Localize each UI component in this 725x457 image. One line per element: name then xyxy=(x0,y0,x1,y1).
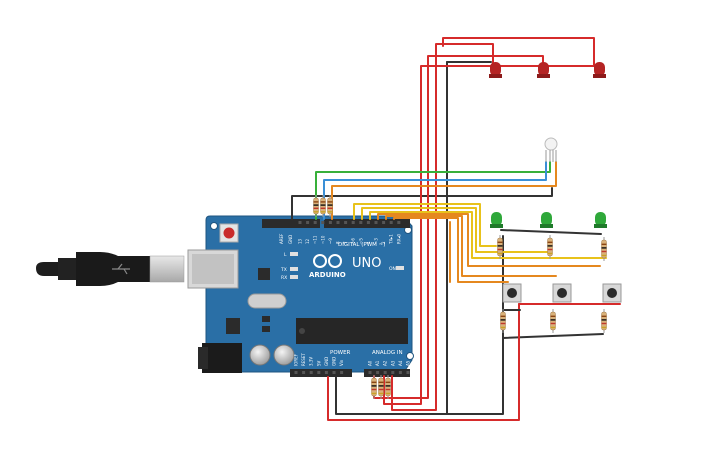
pin-label: 2 xyxy=(381,241,386,244)
pin-label: GND xyxy=(324,357,329,366)
resistor[interactable] xyxy=(547,235,553,259)
push-button[interactable] xyxy=(502,283,522,303)
wire-yellow xyxy=(353,203,497,247)
usb-cable xyxy=(36,252,185,286)
pin-label: RX◂0 xyxy=(396,233,401,244)
resistor[interactable] xyxy=(385,375,391,399)
aref-label: AREF xyxy=(279,233,284,244)
pin-label: A2 xyxy=(383,360,388,366)
resistor[interactable] xyxy=(327,195,333,217)
pin-label: GND xyxy=(332,357,337,366)
green-led[interactable] xyxy=(594,212,607,228)
wire-orange xyxy=(377,213,601,267)
rgb-led[interactable] xyxy=(544,137,558,162)
pin-label: 12 xyxy=(305,238,310,244)
l-led-label: L xyxy=(284,252,287,258)
power-jack xyxy=(202,343,242,373)
wire-red xyxy=(391,43,494,411)
push-button[interactable] xyxy=(602,283,622,303)
wire-black xyxy=(500,229,602,235)
push-button-row xyxy=(502,283,622,303)
pin-label: A3 xyxy=(390,360,395,366)
pin-label: 3.3V xyxy=(309,357,314,366)
analog-header xyxy=(364,369,410,377)
pin-label: IOREF xyxy=(294,353,299,366)
tx-led-label: TX xyxy=(280,267,287,273)
wire-red xyxy=(442,37,595,67)
green-led-row xyxy=(490,212,607,228)
capacitor xyxy=(249,344,271,366)
red-led[interactable] xyxy=(593,62,606,78)
resistor[interactable] xyxy=(497,235,503,259)
resistor[interactable] xyxy=(378,375,384,399)
wire-black xyxy=(335,61,448,415)
pin-label: ~10 xyxy=(320,235,325,244)
wire-orange xyxy=(385,215,557,277)
wire-orange xyxy=(331,161,557,220)
red-led-row xyxy=(489,62,606,78)
red-led[interactable] xyxy=(537,62,550,78)
pin-label: 5V xyxy=(316,360,321,366)
pin-label: ~11 xyxy=(313,235,318,244)
pin-label: A4 xyxy=(398,360,403,366)
pin-label: A5 xyxy=(406,360,411,366)
wire-red xyxy=(327,303,520,421)
gnd-label: GND xyxy=(288,235,293,244)
digital-header-label: DIGITAL (PWM ~) xyxy=(338,242,385,248)
capacitor xyxy=(273,344,295,366)
pin-label: 8 xyxy=(336,241,341,244)
reset-button[interactable] xyxy=(219,223,239,243)
rx-led-label: RX xyxy=(281,275,287,281)
wire-green xyxy=(315,161,551,220)
resistor[interactable] xyxy=(601,237,607,261)
model-label: UNO xyxy=(352,256,381,271)
digital-header xyxy=(262,219,410,228)
pin-label: ~5 xyxy=(358,238,363,244)
pin-label: A0 xyxy=(368,360,373,366)
pin-label: Vin xyxy=(339,359,344,366)
power-header-label: POWER xyxy=(330,350,351,356)
brand-label: ARDUINO xyxy=(309,271,346,279)
wire-black xyxy=(440,187,553,197)
red-led[interactable] xyxy=(489,62,502,78)
pin-label: 4 xyxy=(366,241,371,244)
pin-label: ~9 xyxy=(328,238,333,244)
arduino-uno-board[interactable]: L TX RX ON ARDUINO UNO DIGITAL (PWM ~) A… xyxy=(187,215,414,377)
pin-label: A1 xyxy=(375,360,380,366)
wire-black xyxy=(446,235,504,415)
pin-label: 7 xyxy=(343,241,348,244)
power-header xyxy=(290,369,352,377)
wire-yellow xyxy=(369,211,607,259)
resistor[interactable] xyxy=(313,195,319,217)
arduino-logo-icon xyxy=(313,254,342,268)
resistor[interactable] xyxy=(601,309,607,333)
green-led[interactable] xyxy=(490,212,503,228)
resistor[interactable] xyxy=(550,309,556,333)
wire-red xyxy=(383,65,602,405)
resistor[interactable] xyxy=(500,309,506,333)
resistors xyxy=(313,195,607,399)
resistor[interactable] xyxy=(320,195,326,217)
usb-symbol-icon xyxy=(112,263,130,275)
on-led-label: ON xyxy=(389,266,396,272)
atmega-chip xyxy=(296,318,408,344)
resistor[interactable] xyxy=(371,375,377,399)
push-button[interactable] xyxy=(552,283,572,303)
pin-label: ~3 xyxy=(374,238,379,244)
wire-black xyxy=(291,195,442,220)
wire-orange xyxy=(393,217,509,283)
analog-header-label: ANALOG IN xyxy=(372,350,403,356)
pin-label: ~6 xyxy=(351,238,356,244)
crystal-oscillator xyxy=(247,293,287,309)
pin-label: TX▸1 xyxy=(389,234,394,245)
pin-label: RESET xyxy=(301,353,306,366)
green-led[interactable] xyxy=(540,212,553,228)
pin-label: 13 xyxy=(298,238,303,244)
